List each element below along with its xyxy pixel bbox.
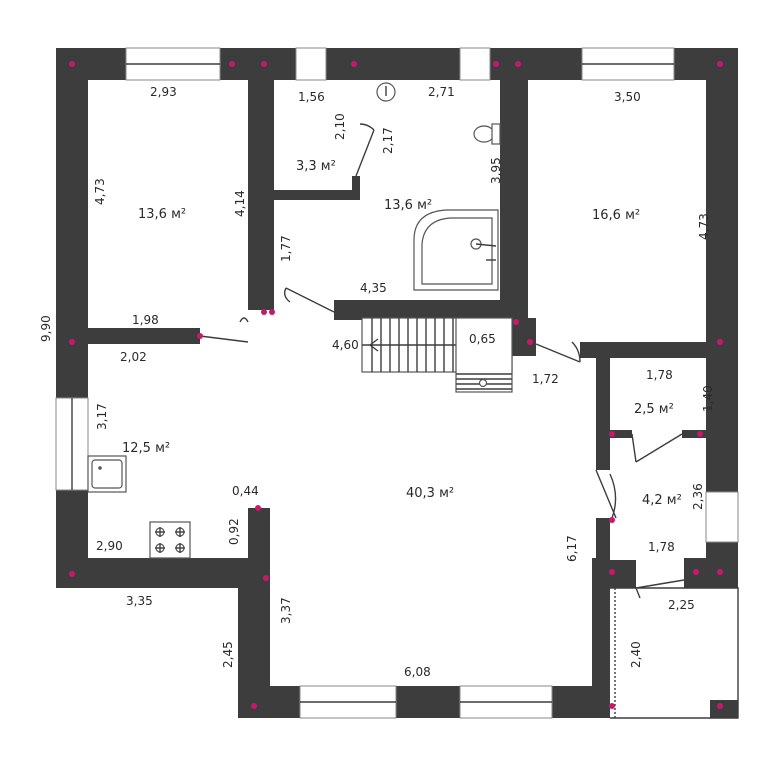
dim-2-25: 2,25 — [668, 598, 695, 612]
dim-2-36: 2,36 — [691, 483, 705, 510]
dim-0-44: 0,44 — [232, 484, 259, 498]
dim-9-90: 9,90 — [39, 315, 53, 342]
area-labels: 13,6 м² 3,3 м² 13,6 м² 16,6 м² 12,5 м² 4… — [122, 159, 682, 508]
dim-1-78-top: 1,78 — [646, 368, 673, 382]
dim-0-65: 0,65 — [469, 332, 496, 346]
area-bathroom: 13,6 м² — [384, 198, 432, 213]
dim-2-40: 2,40 — [629, 641, 643, 668]
dim-4-60: 4,60 — [332, 338, 359, 352]
area-room-top-right: 16,6 м² — [592, 208, 640, 223]
area-room-top-left: 13,6 м² — [138, 207, 186, 222]
kitchen-fixtures — [87, 455, 191, 559]
dim-3-50: 3,50 — [614, 90, 641, 104]
interior-walls — [88, 80, 706, 588]
dim-0-92: 0,92 — [227, 518, 241, 545]
dim-4-73-right: 4,73 — [697, 213, 711, 240]
dim-2-02: 2,02 — [120, 350, 147, 364]
balcony-outline — [610, 587, 739, 719]
dim-3-35: 3,35 — [126, 594, 153, 608]
windows — [55, 47, 739, 719]
area-hall: 40,3 м² — [406, 486, 454, 501]
dim-2-17: 2,17 — [381, 127, 395, 154]
dim-2-93: 2,93 — [150, 85, 177, 99]
dim-1-56: 1,56 — [298, 90, 325, 104]
washbasin-icon — [376, 82, 396, 102]
dim-3-17: 3,17 — [95, 403, 109, 430]
area-closet-small: 2,5 м² — [634, 402, 674, 417]
corner-markers — [69, 61, 723, 709]
dim-4-14: 4,14 — [233, 190, 247, 217]
area-kitchen: 12,5 м² — [122, 441, 170, 456]
dim-2-71: 2,71 — [428, 85, 455, 99]
sink-icon — [87, 455, 127, 493]
area-storage: 3,3 м² — [296, 159, 336, 174]
dim-2-45: 2,45 — [221, 641, 235, 668]
doors — [199, 123, 685, 599]
dim-2-10: 2,10 — [333, 113, 347, 140]
stove-icon — [149, 521, 191, 559]
dim-4-35: 4,35 — [360, 281, 387, 295]
dim-1-77: 1,77 — [279, 235, 293, 262]
dim-3-37: 3,37 — [279, 597, 293, 624]
exterior-walls — [56, 48, 738, 718]
dim-1-98: 1,98 — [132, 313, 159, 327]
toilet-icon — [473, 123, 501, 145]
dim-3-95: 3,95 — [489, 157, 503, 184]
dim-1-72: 1,72 — [532, 372, 559, 386]
area-corridor-right: 4,2 м² — [642, 493, 682, 508]
dim-6-17: 6,17 — [565, 535, 579, 562]
bathroom-fixtures — [376, 82, 501, 291]
dim-4-73-left: 4,73 — [93, 178, 107, 205]
staircase — [361, 317, 513, 393]
dim-6-08: 6,08 — [404, 665, 431, 679]
dimension-labels: 2,93 1,56 2,71 3,50 4,35 1,98 2,02 4,60 … — [39, 85, 715, 679]
dim-1-40: 1,40 — [701, 385, 715, 412]
dim-2-90: 2,90 — [96, 539, 123, 553]
dim-1-78-bottom: 1,78 — [648, 540, 675, 554]
